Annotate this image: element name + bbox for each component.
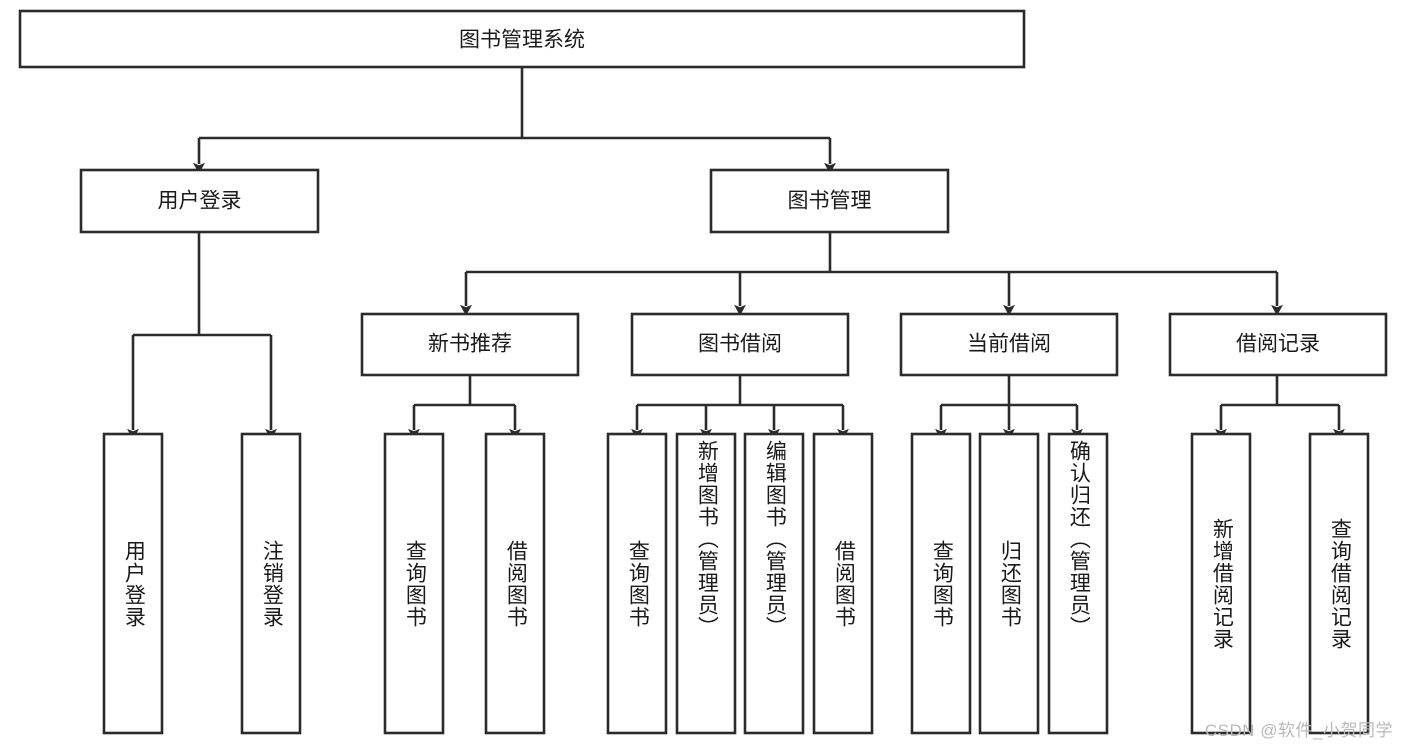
connector-currentborrow-to-leaves bbox=[935, 376, 1083, 440]
node-user-login-label: 用户登录 bbox=[158, 190, 242, 213]
csdn-watermark: CSDN @软件_小贺同学 bbox=[1204, 721, 1393, 740]
node-book-borrow[interactable]: 图书借阅 bbox=[630, 312, 850, 377]
leaf-box-user-login-1[interactable] bbox=[240, 432, 302, 735]
node-current-borrow[interactable]: 当前借阅 bbox=[899, 312, 1119, 377]
node-current-borrow-label: 当前借阅 bbox=[967, 333, 1051, 356]
leaf-box-borrowrecord-1[interactable] bbox=[1308, 432, 1370, 735]
node-book-management[interactable]: 图书管理 bbox=[709, 168, 950, 234]
leaf-box-bookborrow-0[interactable] bbox=[606, 432, 668, 735]
leaf-box-bookborrow-3[interactable] bbox=[812, 432, 874, 735]
node-new-book-recommend[interactable]: 新书推荐 bbox=[360, 312, 580, 377]
connector-userlogin-to-leaves bbox=[127, 232, 277, 440]
leaf-box-currentborrow-1[interactable] bbox=[978, 432, 1040, 735]
node-new-book-recommend-label: 新书推荐 bbox=[428, 333, 512, 356]
node-root[interactable]: 图书管理系统 bbox=[18, 9, 1026, 69]
leaf-box-currentborrow-2[interactable] bbox=[1047, 432, 1109, 735]
leaf-box-bookborrow-2[interactable] bbox=[743, 432, 805, 735]
node-book-management-label: 图书管理 bbox=[788, 190, 872, 213]
leaf-box-bookborrow-1[interactable] bbox=[675, 432, 737, 735]
node-root-label: 图书管理系统 bbox=[459, 29, 585, 52]
node-borrow-record[interactable]: 借阅记录 bbox=[1168, 312, 1388, 377]
node-borrow-record-label: 借阅记录 bbox=[1236, 333, 1320, 356]
connector-bookborrow-to-leaves bbox=[631, 376, 849, 440]
node-book-borrow-label: 图书借阅 bbox=[698, 333, 782, 356]
leaf-box-newbook-0[interactable] bbox=[383, 432, 445, 735]
connector-bookmgmt-to-level3 bbox=[460, 232, 1283, 316]
leaf-box-user-login-0[interactable] bbox=[102, 432, 164, 735]
leaf-box-borrowrecord-0[interactable] bbox=[1190, 432, 1252, 735]
node-user-login[interactable]: 用户登录 bbox=[79, 168, 320, 234]
leaf-box-newbook-1[interactable] bbox=[484, 432, 546, 735]
connector-borrowrecord-to-leaves bbox=[1215, 376, 1345, 440]
connector-root-to-level2 bbox=[193, 67, 836, 174]
connector-newbook-to-leaves bbox=[408, 376, 521, 440]
leaf-box-currentborrow-0[interactable] bbox=[910, 432, 972, 735]
